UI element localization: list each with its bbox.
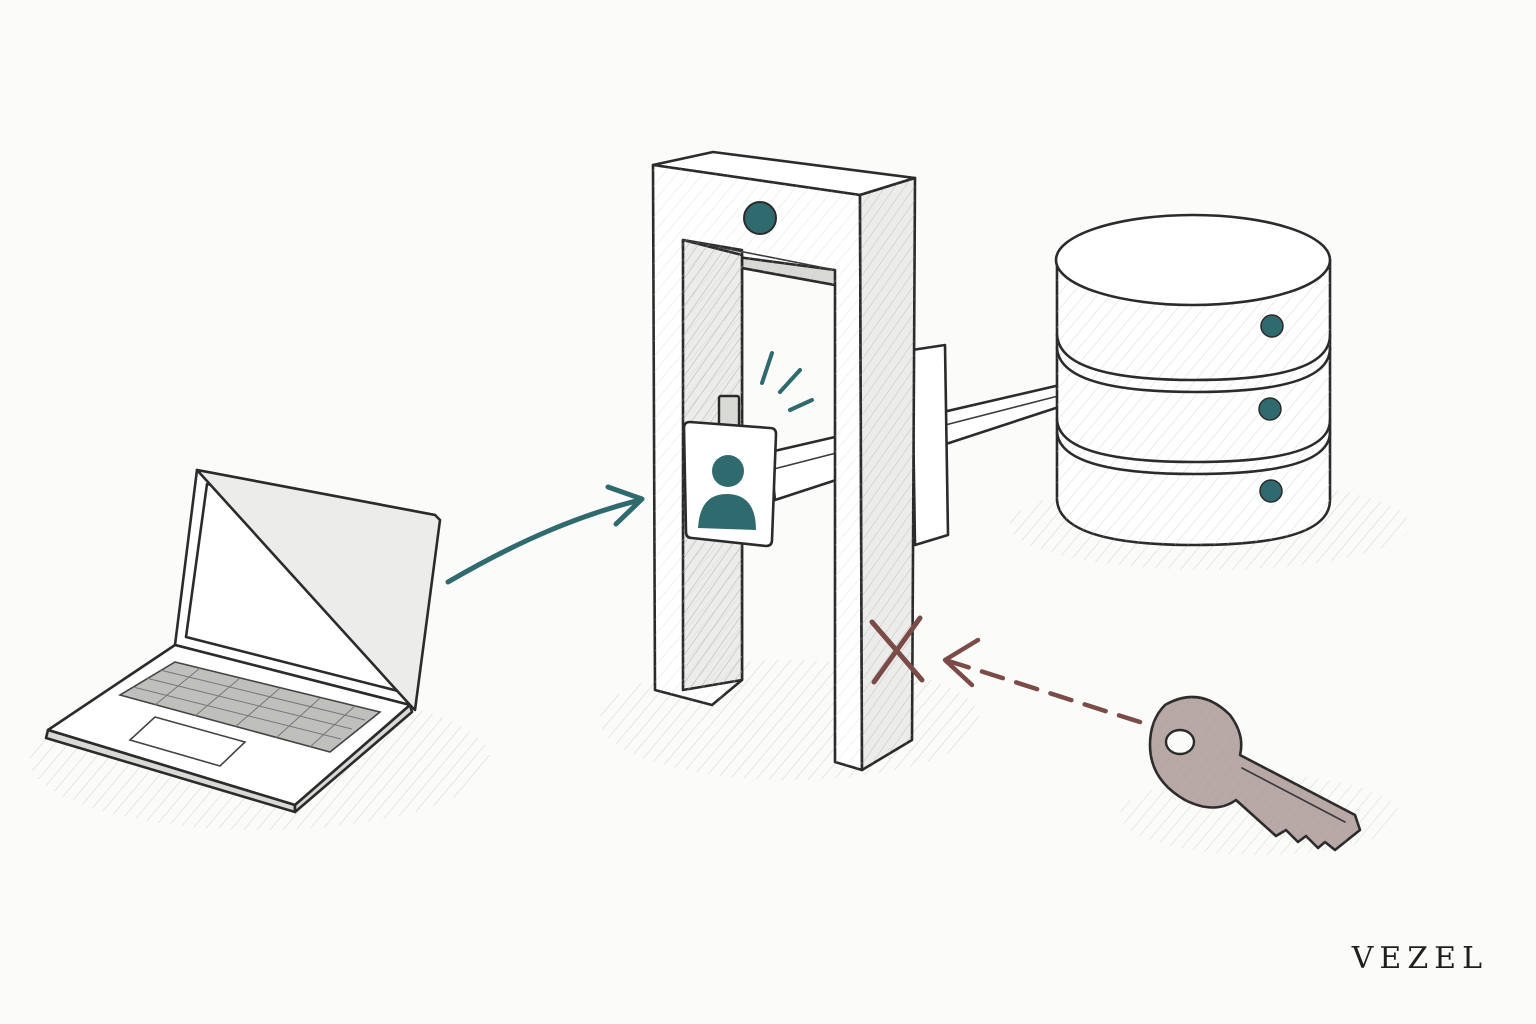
sensor-dot (743, 201, 777, 235)
brand-logo: VEZEL (1351, 941, 1488, 976)
database-icon (1054, 213, 1332, 547)
flow-arrow-icon (445, 484, 645, 585)
badge-icon (682, 351, 814, 548)
reject-x-icon (869, 615, 925, 685)
blocked-arrow-icon (942, 637, 1143, 725)
key-icon (1148, 695, 1362, 852)
laptop-icon (44, 468, 442, 814)
